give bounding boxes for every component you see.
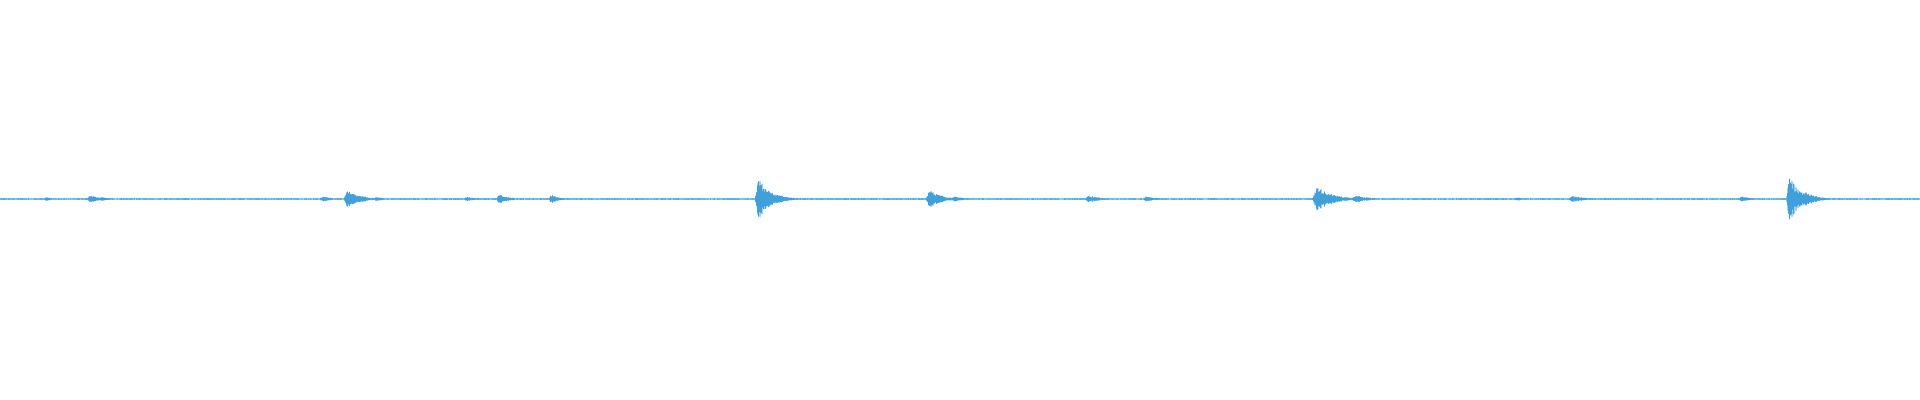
waveform-trace <box>0 178 1920 220</box>
